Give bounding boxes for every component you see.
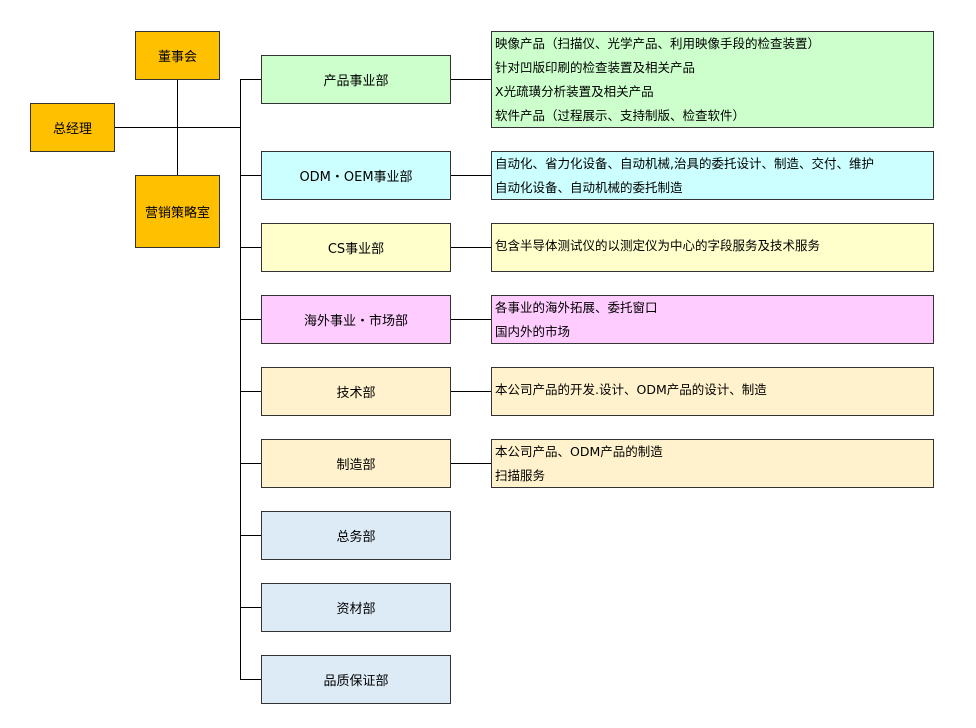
desc-product: 映像产品（扫描仪、光学产品、利用映像手段的检查装置） 针对凹版印刷的检查装置及相… — [491, 31, 934, 128]
connector-branch — [240, 535, 261, 536]
desc-manufacturing: 本公司产品、ODM产品的制造 扫描服务 — [491, 439, 934, 488]
desc-odm-oem: 自动化、省力化设备、自动机械,治具的委托设计、制造、交付、维护 自动化设备、自动… — [491, 151, 934, 200]
dept-overseas-market: 海外事业・市场部 — [261, 295, 451, 344]
connector-description — [451, 175, 491, 176]
dept-label: ODM・OEM事业部 — [299, 170, 413, 185]
connector-description — [451, 319, 491, 320]
ceo-box: 总经理 — [30, 103, 115, 152]
dept-label: 制造部 — [336, 458, 376, 473]
dept-cs: CS事业部 — [261, 223, 451, 272]
desc-line: X光疏璜分析装置及相关产品 — [495, 84, 654, 99]
ceo-label: 总经理 — [52, 122, 92, 137]
dept-label: 技术部 — [336, 386, 376, 401]
strategy-office-box: 营销策略室 — [135, 175, 220, 248]
dept-label: CS事业部 — [327, 242, 385, 257]
desc-line: 软件产品（过程展示、支持制版、检查软件） — [495, 108, 746, 123]
desc-line: 本公司产品、ODM产品的制造 — [495, 444, 663, 459]
desc-line: 包含半导体测试仪的以测定仪为中心的字段服务及技术服务 — [495, 238, 821, 253]
dept-manufacturing: 制造部 — [261, 439, 451, 488]
desc-line: 映像产品（扫描仪、光学产品、利用映像手段的检查装置） — [495, 36, 821, 51]
dept-product: 产品事业部 — [261, 55, 451, 104]
connector-board-strategy-vertical — [177, 80, 178, 175]
connector-branch — [240, 679, 261, 680]
desc-cs: 包含半导体测试仪的以测定仪为中心的字段服务及技术服务 — [491, 223, 934, 272]
dept-materials: 资材部 — [261, 583, 451, 632]
connector-description — [451, 247, 491, 248]
connector-branch — [240, 607, 261, 608]
connector-branch — [240, 391, 261, 392]
dept-odm-oem: ODM・OEM事业部 — [261, 151, 451, 200]
dept-label: 资材部 — [336, 602, 376, 617]
desc-line: 国内外的市场 — [495, 324, 571, 339]
dept-general-affairs: 总务部 — [261, 511, 451, 560]
desc-line: 针对凹版印刷的检查装置及相关产品 — [495, 60, 696, 75]
strategy-office-label: 营销策略室 — [144, 206, 210, 221]
connector-description — [451, 391, 491, 392]
dept-label: 总务部 — [336, 530, 376, 545]
board-box: 董事会 — [135, 31, 220, 80]
desc-line: 自动化设备、自动机械的委托制造 — [495, 180, 683, 195]
dept-quality-assurance: 品质保证部 — [261, 655, 451, 704]
dept-label: 海外事业・市场部 — [303, 314, 408, 329]
connector-branch — [240, 319, 261, 320]
connector-description — [451, 463, 491, 464]
desc-line: 本公司产品的开发.设计、ODM产品的设计、制造 — [495, 382, 767, 397]
desc-technology: 本公司产品的开发.设计、ODM产品的设计、制造 — [491, 367, 934, 416]
desc-line: 自动化、省力化设备、自动机械,治具的委托设计、制造、交付、维护 — [495, 156, 874, 171]
board-label: 董事会 — [157, 50, 197, 65]
desc-line: 各事业的海外拓展、委托窗口 — [495, 300, 658, 315]
connector-branch — [240, 247, 261, 248]
connector-description — [451, 79, 491, 80]
dept-technology: 技术部 — [261, 367, 451, 416]
desc-overseas-market: 各事业的海外拓展、委托窗口 国内外的市场 — [491, 295, 934, 344]
dept-label: 品质保证部 — [323, 674, 389, 689]
connector-branch — [240, 79, 261, 80]
dept-label: 产品事业部 — [323, 74, 389, 89]
connector-branch — [240, 463, 261, 464]
desc-line: 扫描服务 — [495, 468, 546, 483]
connector-trunk-vertical — [240, 79, 241, 680]
connector-branch — [240, 175, 261, 176]
connector-ceo-horizontal — [115, 127, 241, 128]
